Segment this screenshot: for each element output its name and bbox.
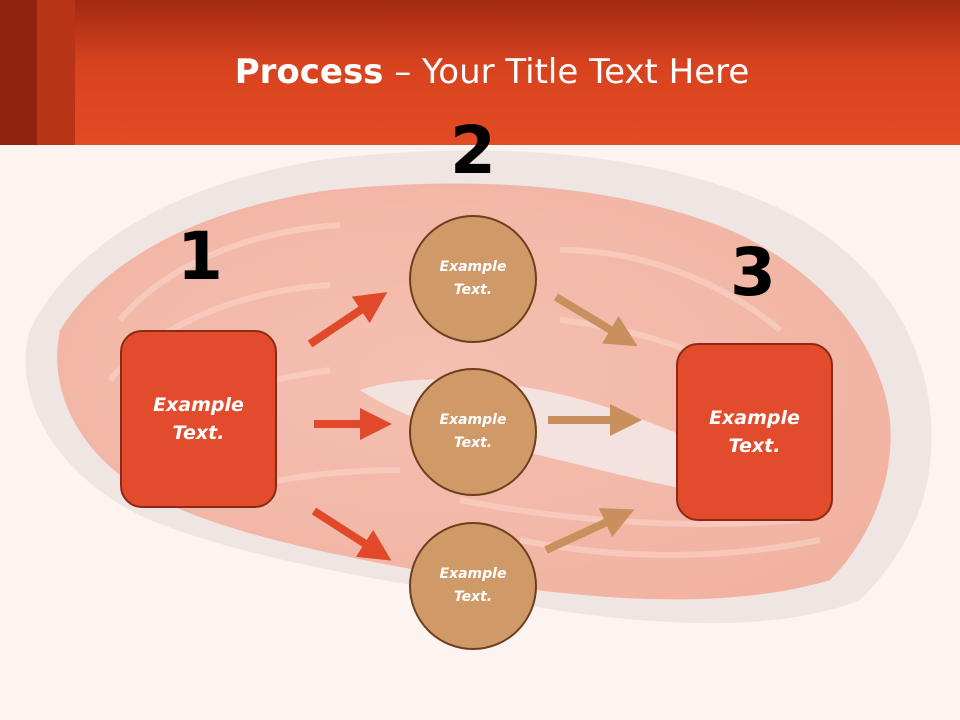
header-stripe-mid	[37, 0, 75, 145]
title-bar	[0, 0, 960, 145]
circle-bottom-text: Example Text.	[440, 563, 507, 609]
circle-bottom-text-line1: Example	[439, 565, 507, 582]
circle-top-text: Example Text.	[440, 256, 507, 302]
step-2-number: 2	[450, 112, 496, 189]
circle-top-text-line1: Example	[439, 258, 507, 275]
step-3-text-line2: Text.	[728, 435, 781, 457]
step-3-text: Example Text.	[709, 404, 800, 461]
step-1-text-line2: Text.	[172, 422, 225, 444]
circle-middle-text: Example Text.	[440, 409, 507, 455]
step-1-number: 1	[177, 218, 223, 295]
step-3-text-line1: Example	[709, 406, 800, 429]
slide-title: Process – Your Title Text Here	[0, 52, 960, 92]
circle-top[interactable]: Example Text.	[409, 215, 537, 343]
step-1-text: Example Text.	[153, 391, 244, 448]
circle-bottom-text-line2: Text.	[453, 589, 493, 605]
circle-top-text-line2: Text.	[453, 282, 493, 298]
step-3-number: 3	[730, 234, 776, 311]
circle-middle-text-line2: Text.	[453, 435, 493, 451]
header-stripe-dark	[0, 0, 37, 145]
circle-middle[interactable]: Example Text.	[409, 368, 537, 496]
step-1-box[interactable]: Example Text.	[120, 330, 277, 508]
title-bold: Process	[234, 52, 384, 92]
step-1-text-line1: Example	[153, 393, 244, 416]
circle-middle-text-line1: Example	[439, 411, 507, 428]
circle-bottom[interactable]: Example Text.	[409, 522, 537, 650]
title-rest: – Your Title Text Here	[383, 52, 750, 92]
step-3-box[interactable]: Example Text.	[676, 343, 833, 521]
